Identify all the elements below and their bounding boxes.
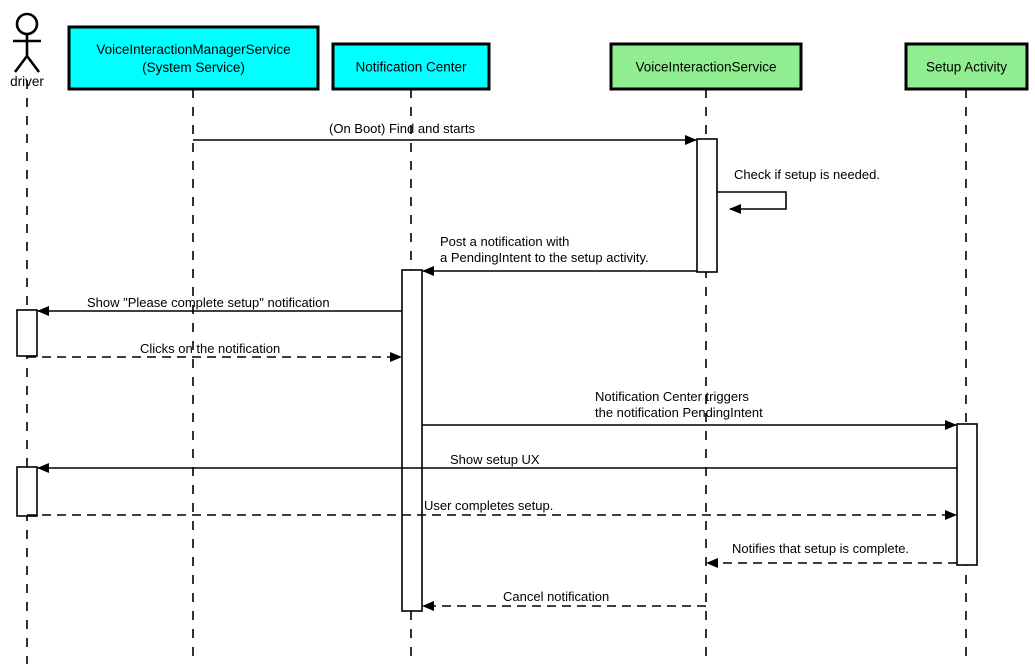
message-label-line: Cancel notification: [503, 589, 610, 604]
activation-bar-vis: [696, 138, 718, 273]
participant-rect-vims[interactable]: [67, 25, 320, 91]
actor-head-icon: [15, 12, 39, 36]
message-m2[interactable]: [717, 191, 787, 214]
message-label-line: a PendingIntent to the setup activity.: [440, 250, 649, 265]
actor-leg-left: [13, 55, 29, 73]
participant-box-vis[interactable]: VoiceInteractionService: [609, 42, 803, 91]
actor-leg-right: [25, 55, 41, 73]
message-label-line: Show "Please complete setup" notificatio…: [87, 295, 330, 310]
message-label-m10: Cancel notification: [503, 589, 609, 605]
message-label-line: Show setup UX: [450, 452, 540, 467]
message-label-m2: Check if setup is needed.: [734, 167, 880, 183]
message-label-m7: Show setup UX: [450, 452, 540, 468]
participant-box-notifcenter[interactable]: Notification Center: [331, 42, 491, 91]
message-arrow-self: [717, 191, 787, 214]
participant-label-vis: VoiceInteractionService: [635, 60, 776, 75]
actor-driver: driver: [10, 12, 44, 89]
message-label-line: Check if setup is needed.: [734, 167, 880, 182]
participant-rect-setupactivity[interactable]: [904, 42, 1029, 91]
message-label-line: User completes setup.: [424, 498, 554, 513]
message-label-m9: Notifies that setup is complete.: [732, 541, 909, 557]
participant-label-vims: (System Service): [142, 60, 245, 75]
participants-group: driver VoiceInteractionManagerService (Sys…: [10, 12, 1029, 91]
message-label-m4: Show "Please complete setup" notificatio…: [87, 295, 330, 311]
message-label-m1: (On Boot) Find and starts: [329, 121, 475, 137]
participant-box-vims[interactable]: VoiceInteractionManagerService (System Se…: [67, 25, 320, 91]
message-label-m5: Clicks on the notification: [140, 341, 280, 357]
participant-label-vims: VoiceInteractionManagerService: [96, 42, 290, 57]
message-label-line: Clicks on the notification: [140, 341, 281, 356]
message-label-line: Notification Center triggers: [595, 389, 749, 404]
participant-label-setupactivity: Setup Activity: [926, 60, 1007, 75]
activation-bar-driver: [16, 466, 38, 517]
message-label-line: Notifies that setup is complete.: [732, 541, 910, 556]
participant-rect-notifcenter[interactable]: [331, 42, 491, 91]
messages-group: [27, 135, 957, 611]
activations-group: [16, 138, 978, 612]
actor-label-driver: driver: [10, 74, 44, 89]
participant-label-notifcenter: Notification Center: [355, 60, 467, 75]
participant-rect-vis[interactable]: [609, 42, 803, 91]
activation-bar-notifcenter: [401, 269, 423, 612]
participant-box-setupactivity[interactable]: Setup Activity: [904, 42, 1029, 91]
message-label-line: Post a notification with: [440, 234, 570, 249]
message-label-line: (On Boot) Find and starts: [329, 121, 475, 136]
activation-bar-setupactivity: [956, 423, 978, 566]
message-label-m8: User completes setup.: [424, 498, 553, 514]
activation-bar-driver: [16, 309, 38, 357]
message-label-line: the notification PendingIntent: [595, 405, 763, 420]
